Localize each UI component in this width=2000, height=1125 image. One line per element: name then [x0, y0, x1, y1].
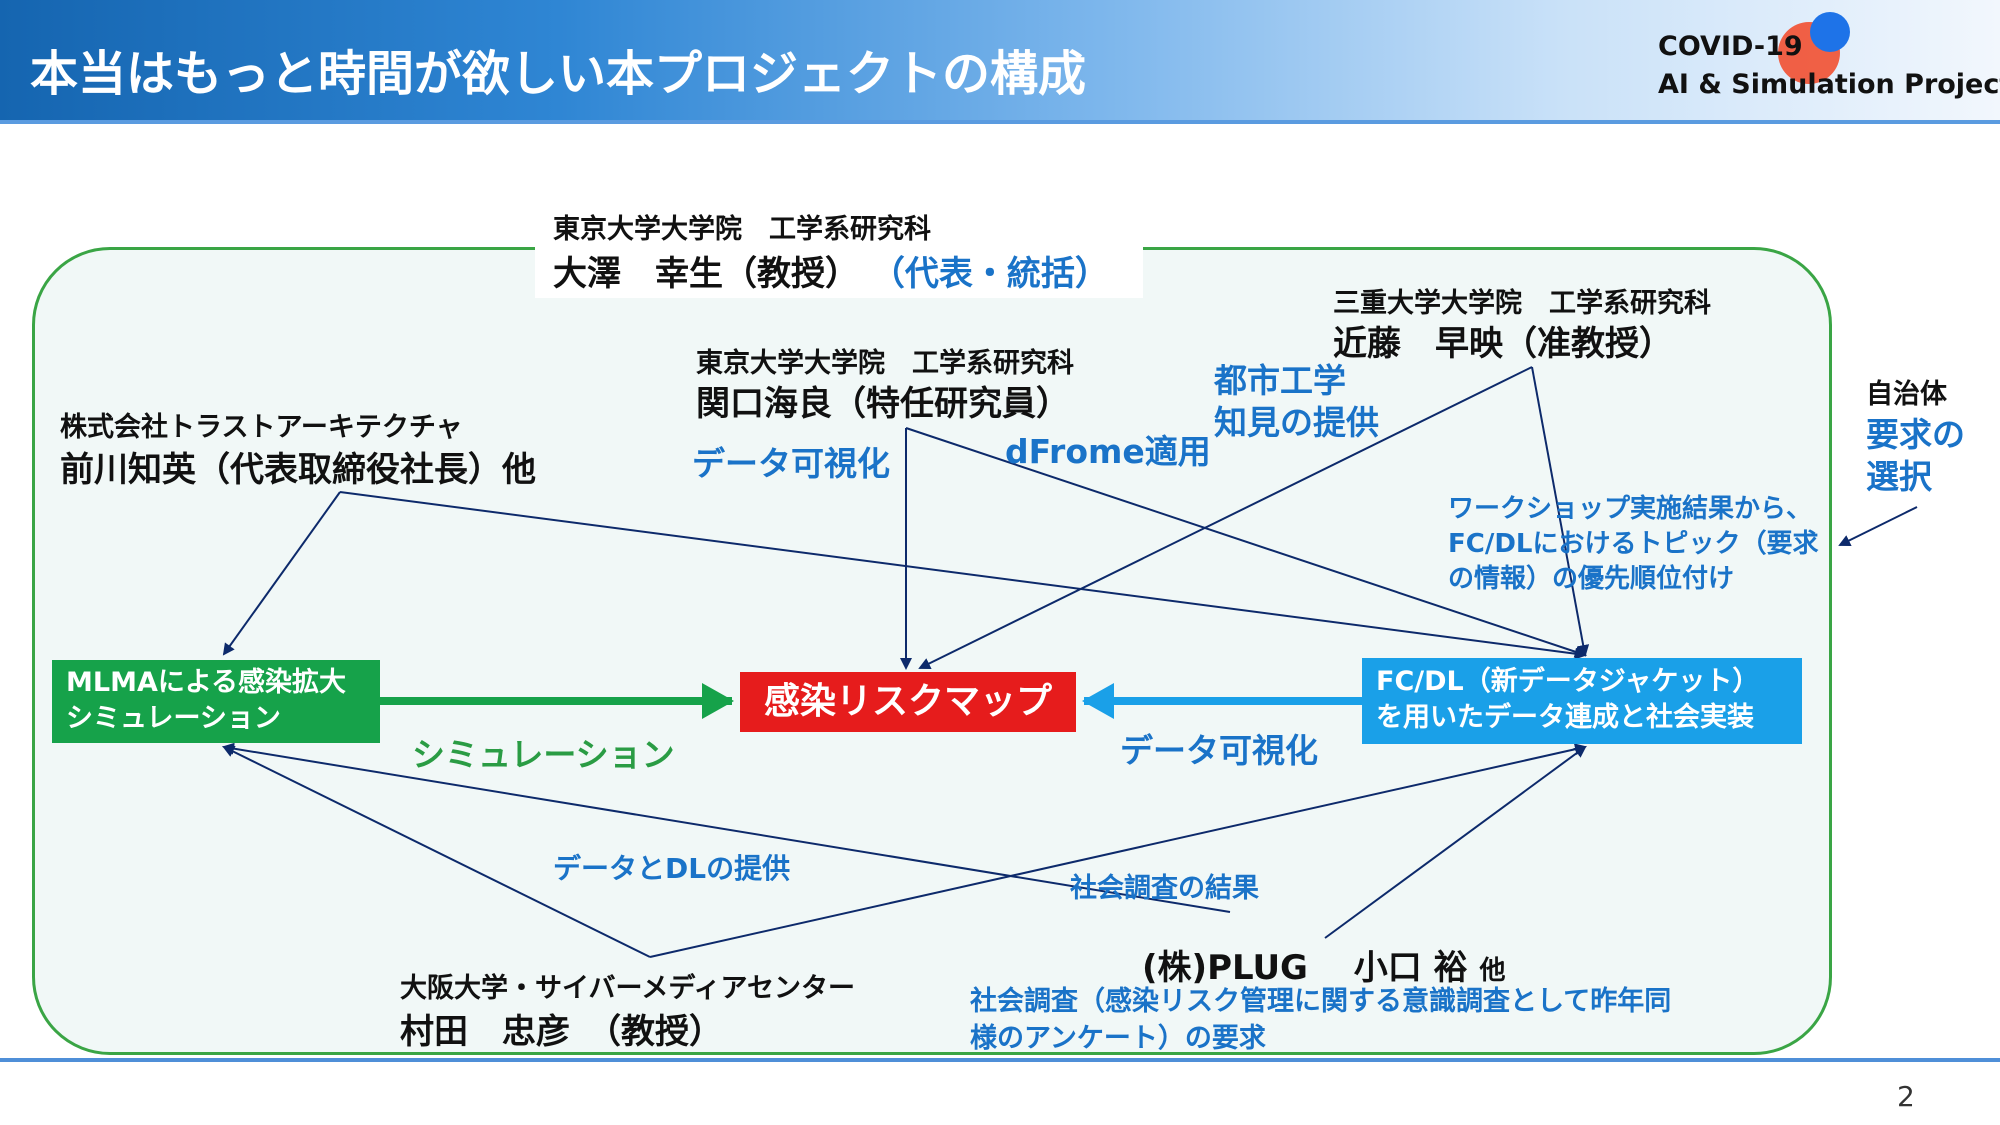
arrow-mie-to-risk — [918, 366, 1533, 669]
label-simulation: シミュレーション — [412, 735, 675, 774]
sekiguchi-affiliation: 東京大学大学院 工学系研究科 — [696, 348, 1074, 379]
fcdl-line2: を用いたデータ連成と社会実装 — [1376, 702, 1754, 733]
plug-suffix: 他 — [1479, 956, 1506, 986]
plug-name-text: (株)PLUG 小口 裕 — [1142, 948, 1468, 988]
trust-affiliation: 株式会社トラストアーキテクチャ — [60, 412, 463, 443]
leader-role: （代表・統括） — [870, 254, 1109, 294]
mlma-line1: MLMAによる感染拡大 — [66, 667, 347, 698]
label-urban-knowledge: 都市工学 知見の提供 — [1214, 360, 1379, 444]
label-data-viz-bottom: データ可視化 — [1120, 731, 1318, 770]
label-urban-line2: 知見の提供 — [1214, 403, 1379, 442]
municipality-request-line1: 要求の — [1866, 415, 1965, 454]
risk-map-box: 感染リスクマップ — [740, 672, 1076, 732]
label-dfrome: dFrome適用 — [1005, 432, 1211, 471]
label-urban-line1: 都市工学 — [1214, 361, 1346, 400]
label-workshop-line3: の情報）の優先順位付け — [1448, 564, 1735, 594]
trust-name: 前川知英（代表取締役社長）他 — [60, 450, 536, 490]
mlma-simulation-box: MLMAによる感染拡大 シミュレーション — [52, 660, 380, 743]
project-logo: COVID-19 AI & Simulation Project — [1658, 28, 2000, 104]
header-divider — [0, 120, 2000, 124]
arrow-plug-to-fcdl — [1324, 745, 1587, 939]
arrow-sekiguchi-to-fcdl — [905, 427, 1587, 658]
municipality-request-line2: 選択 — [1866, 457, 1932, 496]
arrow-mie-to-fcdl — [1531, 366, 1590, 657]
plug-request-line1: 社会調査（感染リスク管理に関する意識調査として昨年同 — [970, 986, 1672, 1017]
plug-name: (株)PLUG 小口 裕 他 — [1142, 940, 1506, 989]
logo-line2: AI & Simulation Project — [1658, 69, 2000, 100]
leader-name: 大澤 幸生（教授） （代表・統括） — [553, 246, 1109, 295]
logo-blue-circle-icon — [1810, 12, 1850, 52]
label-workshop-line1: ワークショップ実施結果から、 — [1448, 494, 1813, 524]
leader-label-background — [535, 200, 1143, 298]
label-data-viz-top: データ可視化 — [692, 444, 890, 483]
osaka-name: 村田 忠彦 （教授） — [400, 1012, 723, 1052]
plug-request-line2: 様のアンケート）の要求 — [970, 1023, 1266, 1054]
municipality-request: 要求の 選択 — [1866, 414, 1965, 498]
label-workshop: ワークショップ実施結果から、 FC/DLにおけるトピック（要求 の情報）の優先順… — [1448, 492, 1819, 597]
plug-request: 社会調査（感染リスク管理に関する意識調査として昨年同 様のアンケート）の要求 — [970, 983, 1671, 1057]
mie-affiliation: 三重大学大学院 工学系研究科 — [1333, 288, 1711, 319]
label-workshop-line2: FC/DLにおけるトピック（要求 — [1448, 529, 1819, 559]
leader-name-text: 大澤 幸生（教授） — [553, 254, 859, 294]
municipality-label: 自治体 — [1866, 379, 1947, 410]
footer-divider — [0, 1058, 2000, 1062]
mlma-line2: シミュレーション — [66, 703, 281, 734]
page-title: 本当はもっと時間が欲しい本プロジェクトの構成 — [30, 46, 1087, 102]
page-number: 2 — [1897, 1080, 1915, 1113]
arrow-trust-to-mlma — [222, 491, 341, 656]
label-data-dl: データとDLの提供 — [553, 852, 791, 885]
label-survey-result: 社会調査の結果 — [1070, 873, 1259, 904]
osaka-affiliation: 大阪大学・サイバーメディアセンター — [400, 973, 855, 1004]
header-banner — [0, 0, 2000, 122]
mie-name: 近藤 早映（准教授） — [1333, 324, 1673, 364]
arrow-plug-to-mlma — [222, 742, 1231, 913]
fcdl-line1: FC/DL（新データジャケット） — [1376, 666, 1760, 697]
project-frame — [32, 247, 1832, 1055]
arrow-trust-to-fcdl — [339, 491, 1587, 660]
arrow-osaka-to-fcdl — [649, 743, 1587, 958]
arrow-osaka-to-mlma — [222, 746, 651, 958]
fcdl-box: FC/DL（新データジャケット） を用いたデータ連成と社会実装 — [1362, 658, 1802, 744]
logo-line1: COVID-19 — [1658, 31, 1803, 62]
leader-affiliation: 東京大学大学院 工学系研究科 — [553, 214, 931, 245]
sekiguchi-name: 関口海良（特任研究員） — [696, 384, 1070, 424]
arrow-municipality-to-workshop — [1838, 506, 1918, 546]
